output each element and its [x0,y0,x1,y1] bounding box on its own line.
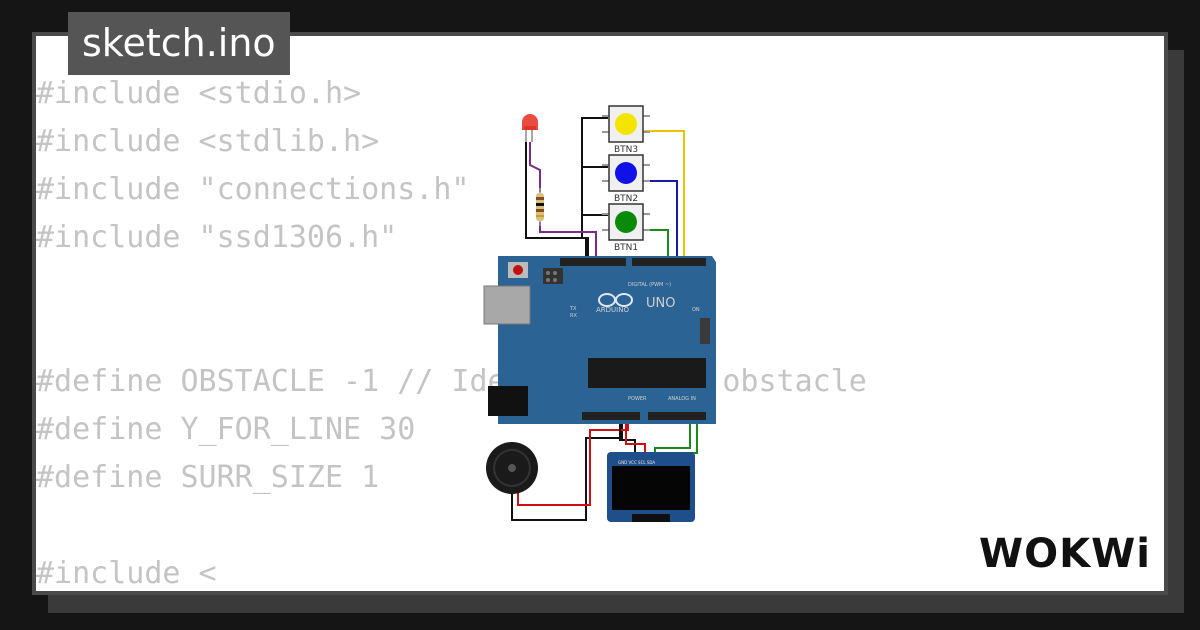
on-label: ON [692,307,700,313]
wire-purple-led [529,142,541,192]
wire-yellow-btn3 [644,130,685,262]
oled-pin-labels: GND VCC SCL SDA [618,460,655,465]
button-label: BTN3 [614,145,638,155]
rx-label: RX [570,313,577,319]
atmega-chip [588,358,706,388]
power-label: POWER [628,396,647,402]
code-line: #define OBSTACLE -1 // Identifier for ob… [36,364,867,399]
code-line [36,502,867,550]
code-line: #include "connections.h" [36,172,470,207]
buzzer [486,442,538,494]
analog-header [648,412,706,420]
code-preview: #include <stdio.h> #include <stdlib.h> #in… [36,70,867,598]
push-button-btn2: BTN2 [602,154,650,204]
code-line: #include <stdlib.h> [36,124,380,159]
code-line: #define SURR_SIZE 1 [36,460,380,495]
push-button-btn3: BTN3 [602,105,650,155]
code-line: #include <stdio.h> [36,76,362,111]
wire-red-oled [625,420,646,458]
wire-black-buzzer [511,420,623,521]
power-header [582,412,640,420]
code-line [36,262,867,310]
digital-header-right [632,258,706,266]
code-line: #include "ssd1306.h" [36,220,398,255]
power-jack [488,386,528,416]
usb-connector [483,285,531,325]
wokwi-logo-text: WOKWi [979,531,1151,577]
wire-black-led [525,142,587,262]
wire-purple-res [539,222,597,262]
board-brand: ARDUINO [596,306,629,314]
code-line: #include < [36,556,217,591]
icsp-header [700,318,710,344]
tx-label: TX [569,306,577,312]
wire-green-btn1 [644,229,669,262]
analog-label: ANALOG IN [668,396,696,402]
push-button-btn1: BTN1 [602,203,650,253]
button-label: BTN1 [614,243,638,253]
resistor [536,188,544,226]
digital-label: DIGITAL (PWM ~) [628,282,671,288]
wire-black-oled [619,420,636,458]
button-label: BTN2 [614,194,638,204]
wokwi-logo: WOKWi [979,531,1151,577]
arduino-uno-board: DIGITAL (PWM ~) ARDUINO UNO TX RX ON POW… [483,256,716,424]
code-line: #define Y_FOR_LINE 30 [36,412,416,447]
led [522,114,538,142]
button-cap [615,113,637,135]
wire-red-buzzer [517,420,629,506]
file-tab[interactable]: sketch.ino [68,12,290,75]
digital-header-left [560,258,626,266]
oled-display: GND VCC SCL SDA [607,452,695,522]
code-line [36,310,867,358]
wire-blue-btn2 [644,180,678,262]
button-cap [615,162,637,184]
arduino-logo-icon [598,293,633,307]
button-cap [615,211,637,233]
board-model: UNO [646,296,675,311]
